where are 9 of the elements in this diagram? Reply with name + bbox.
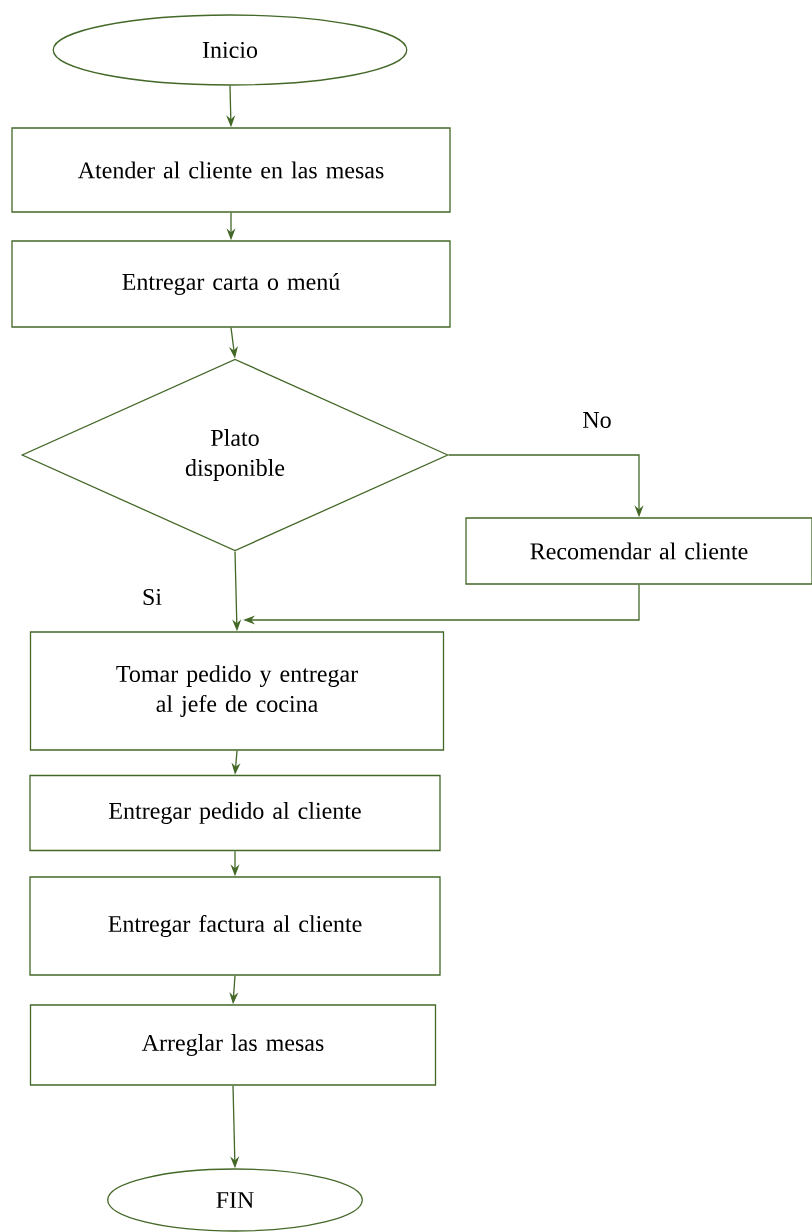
process-box: Entregar factura al cliente — [29, 876, 441, 976]
process-box: Recomendar al cliente — [465, 517, 812, 585]
process-box: Arreglar las mesas — [29, 1004, 437, 1086]
process-box: Tomar pedido y entregar al jefe de cocina — [29, 631, 445, 751]
edge-label: No — [581, 411, 613, 429]
process-box: Entregar carta o menú — [11, 240, 451, 328]
process-box: Entregar pedido al cliente — [29, 774, 441, 852]
edge-label: Si — [141, 587, 163, 607]
process-box: Atender al cliente en las mesas — [11, 127, 451, 213]
